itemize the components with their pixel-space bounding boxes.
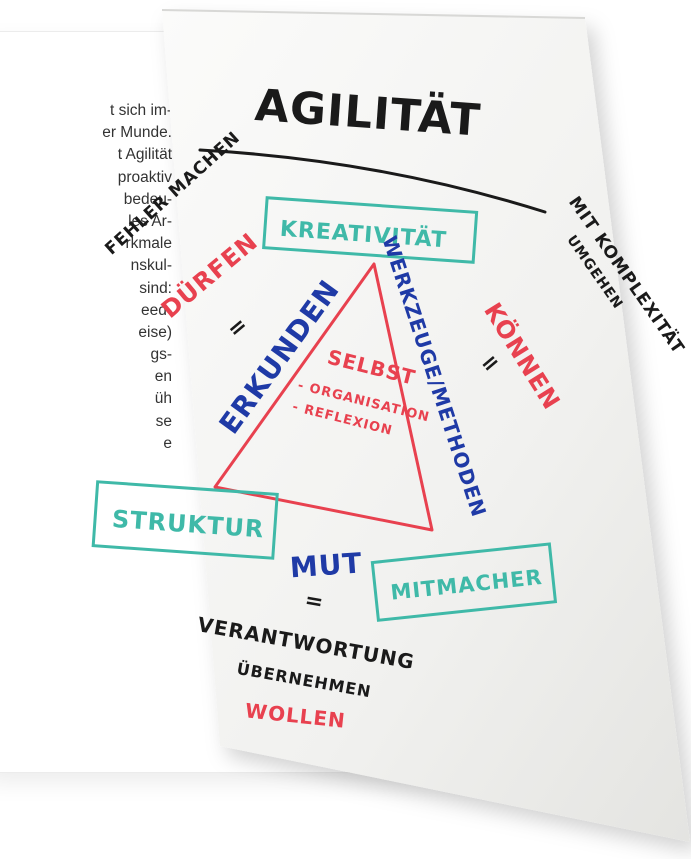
article-text-line: t Agilität	[117, 146, 172, 164]
article-text-line: eed-	[140, 301, 172, 319]
article-text-line: se	[155, 412, 172, 430]
article-text-line: gs-	[150, 346, 172, 364]
article-text-line: bedeu-	[123, 190, 172, 208]
article-text-line: les Ar-	[128, 212, 172, 230]
sheet-edge	[161, 9, 586, 19]
article-text-line: proaktiv	[117, 168, 172, 186]
article-text-line: e	[163, 434, 172, 452]
article-text-column: t sich im-er Munde. t Agilität proaktiv bed…	[0, 100, 172, 455]
article-text-line: sind:	[139, 279, 172, 297]
struktur-box	[91, 480, 279, 560]
triangle	[213, 262, 434, 532]
article-text-line: en	[154, 368, 172, 386]
center-equals: =	[303, 588, 326, 616]
mut-label: MUT	[289, 546, 364, 584]
flipchart-paper	[162, 10, 690, 842]
article-text-line: eise)	[138, 323, 172, 341]
kreativitaet-box	[262, 196, 479, 264]
title-underline	[198, 148, 547, 214]
article-text-line: er Munde.	[102, 124, 172, 142]
article-text-line: üh	[154, 390, 172, 408]
mitmacher-box	[370, 542, 558, 622]
article-text-line: rkmale	[125, 235, 172, 253]
article-text-line: t sich im-	[110, 102, 172, 119]
article-text-line: nskul-	[130, 257, 172, 275]
